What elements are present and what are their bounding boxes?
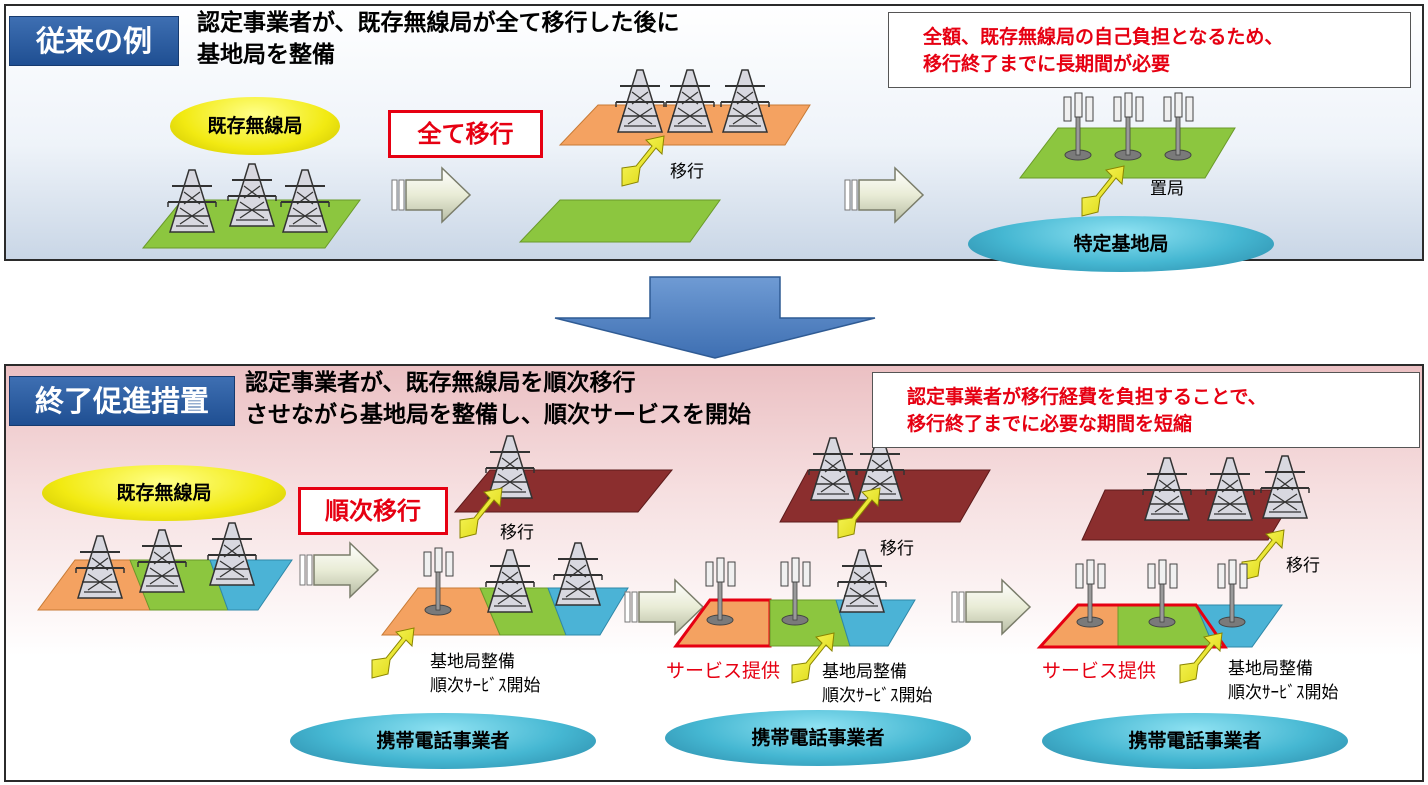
tower-icon [720,69,770,133]
promotion-note: 認定事業者が移行経費を負担することで、 移行終了までに必要な期間を短縮 [872,372,1420,448]
transition-arrow-icon [391,167,471,223]
build-text-line1: 基地局整備 [430,652,515,672]
promotion-heading-line2: させながら基地局を整備し、順次サービスを開始 [245,402,751,428]
all-move-label: 全て移行 [388,110,543,158]
tower-icon [1205,457,1255,521]
tower-icon [1260,455,1310,519]
specific-base-station-label: 特定基地局 [968,216,1274,272]
tower-icon [207,522,257,586]
vacated-land [518,199,721,243]
build-text-line2: 順次ｻｰﾋﾞｽ開始 [1228,683,1339,703]
promotion-note-line2: 移行終了までに必要な期間を短縮 [907,413,1193,435]
tower-icon [837,549,887,613]
tower-icon [75,535,125,599]
service-text: サービス提供 [1042,660,1157,682]
tower-icon [808,437,858,501]
transition-arrow-icon [844,167,924,223]
service-area [1036,603,1228,649]
promotion-tag: 終了促進措置 [9,376,235,426]
existing-station-label: 既存無線局 [170,97,340,155]
tower-icon [553,542,603,606]
promotion-note-line1: 認定事業者が移行経費を負担することで、 [907,386,1267,408]
build-text-line2: 順次ｻｰﾋﾞｽ開始 [822,686,933,706]
conventional-note: 全額、既存無線局の自己負担となるため、 移行終了までに長期間が必要 [888,12,1411,88]
carrier-label: 携帯電話事業者 [290,713,596,769]
carrier-label: 携帯電話事業者 [1042,713,1348,769]
promotion-heading-line1: 認定事業者が、既存無線局を順次移行 [245,370,636,396]
build-text-line2: 順次ｻｰﾋﾞｽ開始 [430,676,541,696]
sequential-move-label: 順次移行 [298,487,448,535]
move-text: 移行 [670,162,704,182]
service-text: サービス提供 [666,660,781,682]
tower-icon [227,163,277,227]
transition-arrow-icon [299,542,379,598]
build-text-line1: 基地局整備 [1228,659,1313,679]
tower-icon [615,69,665,133]
conventional-tag: 従来の例 [9,16,179,66]
tower-icon [485,435,535,499]
tower-icon [280,169,330,233]
move-text: 移行 [500,523,534,543]
conventional-note-line1: 全額、既存無線局の自己負担となるため、 [923,26,1284,48]
conventional-note-line2: 移行終了までに長期間が必要 [923,53,1171,75]
tower-icon [1142,457,1192,521]
tower-icon [137,529,187,593]
existing-station-label: 既存無線局 [42,465,286,521]
build-text-line1: 基地局整備 [822,662,907,682]
tower-icon [665,69,715,133]
down-arrow-icon [554,276,876,359]
move-text: 移行 [880,539,914,559]
transition-arrow-icon [951,579,1031,635]
conventional-heading-line2: 基地局を整備 [197,42,335,68]
tower-icon [485,549,535,613]
conventional-heading-line1: 認定事業者が、既存無線局が全て移行した後に [197,10,680,36]
carrier-label: 携帯電話事業者 [665,710,971,766]
tower-icon [167,169,217,233]
move-text: 移行 [1286,556,1320,576]
place-text: 置局 [1150,179,1184,199]
